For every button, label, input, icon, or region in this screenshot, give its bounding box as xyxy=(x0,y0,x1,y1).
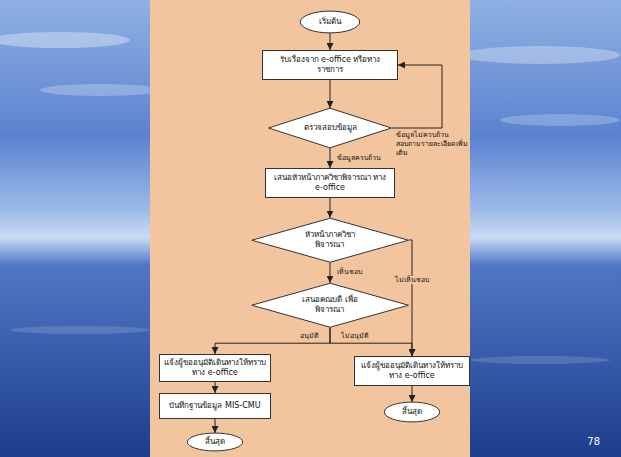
terminator-oval: สิ้นสุด xyxy=(187,433,243,451)
connector-label: เห็นชอบ xyxy=(336,268,363,277)
cloud xyxy=(460,46,620,64)
terminator-oval: สิ้นสุด xyxy=(384,402,440,422)
connector-arrow xyxy=(330,327,412,356)
connector-arrow xyxy=(409,240,412,356)
node-text: สิ้นสุด xyxy=(402,407,422,417)
decision-diamond: หัวหน้าภาควิชา พิจารณา xyxy=(251,218,409,262)
node-text: เสนอหัวหน้าภาควิชาพิจารณา ทาง e-office xyxy=(270,173,390,193)
diamond-outline xyxy=(252,218,409,262)
connector-arrow xyxy=(330,148,331,168)
node-text: แจ้งผู้ขออนุมัติเดินทางให้ทราบ ทาง e-off… xyxy=(164,358,266,378)
connector-label: ข้อมูลไม่ครบถ้วน สอบถามรายละเอียดเพิ่มเต… xyxy=(395,131,469,157)
oval-outline xyxy=(187,433,242,451)
oval-outline xyxy=(300,11,359,33)
decision-diamond: เสนอคณบดี เพื่อพิจารณา xyxy=(251,283,409,327)
cloud xyxy=(40,84,160,96)
process-box: แจ้งผู้ขออนุมัติเดินทางให้ทราบ ทาง e-off… xyxy=(159,354,271,382)
connector-arrow xyxy=(330,80,331,108)
node-text: บันทึกฐานข้อมูล MIS-CMU xyxy=(169,401,260,411)
connector-arrow xyxy=(412,386,413,402)
connector-arrow xyxy=(215,419,216,433)
connector-arrow xyxy=(392,65,442,128)
cloud xyxy=(0,32,130,48)
process-box: แจ้งผู้ขออนุมัติเดินทางให้ทราบ ทาง e-off… xyxy=(354,356,470,386)
node-text: สิ้นสุด xyxy=(205,437,225,447)
process-box: รับเรื่องจาก e-office หรือทางราชการ xyxy=(262,50,398,80)
node-text: ตรวจสอบข้อมูล xyxy=(304,123,357,133)
node-text: หัวหน้าภาควิชา พิจารณา xyxy=(293,230,367,250)
diamond-outline xyxy=(252,283,409,327)
wave xyxy=(470,356,610,364)
connector-label: ไม่เห็นชอบ xyxy=(394,276,430,285)
connector-arrow xyxy=(215,382,216,393)
connector-label: อนุมัติ xyxy=(299,332,320,341)
wave xyxy=(10,326,150,334)
cloud xyxy=(500,114,620,126)
node-text: รับเรื่องจาก e-office หรือทางราชการ xyxy=(267,55,393,75)
diamond-outline xyxy=(269,108,392,148)
node-text: เริ่มต้น xyxy=(319,17,341,27)
content-panel xyxy=(150,0,470,457)
decision-diamond: ตรวจสอบข้อมูล xyxy=(268,108,392,148)
node-text: แจ้งผู้ขออนุมัติเดินทางให้ทราบ ทาง e-off… xyxy=(359,361,465,381)
process-box: บันทึกฐานข้อมูล MIS-CMU xyxy=(159,393,271,419)
page-number: 78 xyxy=(587,436,600,448)
terminator-oval: เริ่มต้น xyxy=(300,11,360,33)
process-box: เสนอหัวหน้าภาควิชาพิจารณา ทาง e-office xyxy=(265,168,395,198)
connector-arrow xyxy=(329,198,330,218)
connector-arrow xyxy=(330,33,331,50)
node-text: เสนอคณบดี เพื่อพิจารณา xyxy=(293,295,367,315)
connector-arrow xyxy=(215,327,330,354)
connector-label: ข้อมูลครบถ้วน xyxy=(336,154,382,163)
connector-label: ไม่อนุมัติ xyxy=(340,332,370,341)
connector-arrow xyxy=(329,262,330,283)
oval-outline xyxy=(384,402,439,422)
